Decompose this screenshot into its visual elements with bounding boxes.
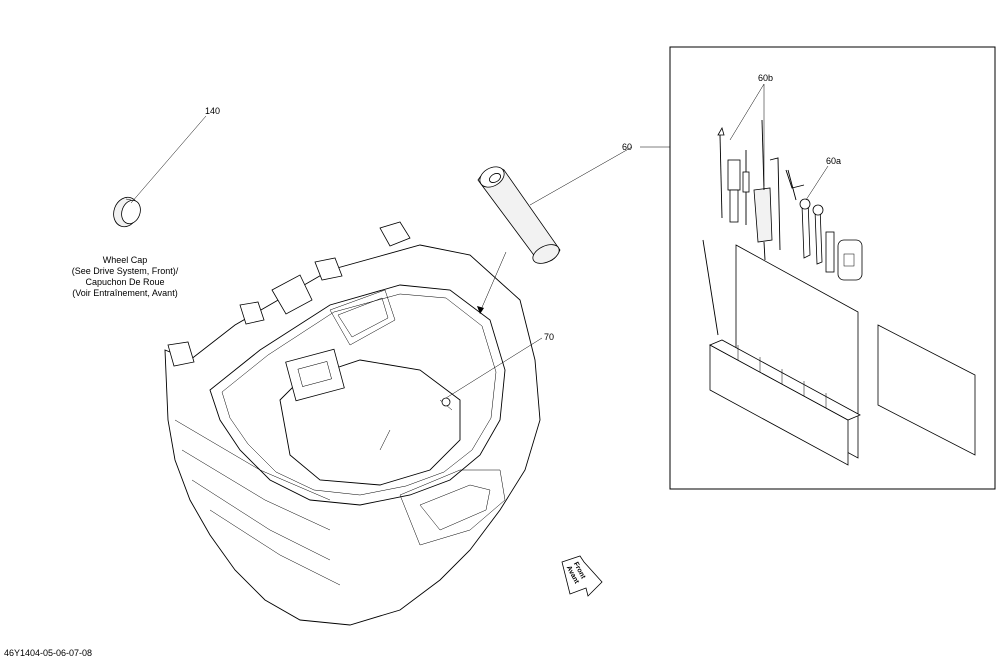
wheel-cap-note-line2: (See Drive System, Front)/ xyxy=(71,266,179,276)
wheel-cap-note-line4: (Voir Entraînement, Avant) xyxy=(72,288,178,298)
leader-line-70 xyxy=(445,337,543,399)
callout-60a: 60a xyxy=(826,156,842,166)
front-direction-arrow-icon xyxy=(561,555,603,597)
tool-kit-tools xyxy=(717,119,863,281)
callout-60: 60 xyxy=(622,142,633,152)
tool-kit-box xyxy=(669,46,996,490)
install-arrow-head xyxy=(477,306,484,314)
leader-line-60a xyxy=(805,165,829,201)
wheel-cap-note-line3: Capuchon De Roue xyxy=(85,277,165,287)
leader-line-60b-a xyxy=(729,83,765,141)
leader-line-140 xyxy=(130,115,207,204)
owner-manual-part xyxy=(877,324,976,456)
wheel-cap-part xyxy=(113,196,141,228)
leader-line-60 xyxy=(529,146,633,206)
tool-roll-part xyxy=(477,166,561,264)
wheel-cap-note-line1: Wheel Cap xyxy=(102,255,148,265)
wheel-cap-note: Wheel Cap (See Drive System, Front)/ Cap… xyxy=(70,255,180,299)
storage-compartment-part xyxy=(164,221,541,626)
callout-70: 70 xyxy=(544,332,555,342)
callout-140: 140 xyxy=(205,106,221,116)
callout-60b: 60b xyxy=(758,73,774,83)
install-arrow-line xyxy=(479,251,507,313)
diagram-reference-code: 46Y1404-05-06-07-08 xyxy=(4,648,93,658)
tool-holder-part xyxy=(702,239,861,466)
